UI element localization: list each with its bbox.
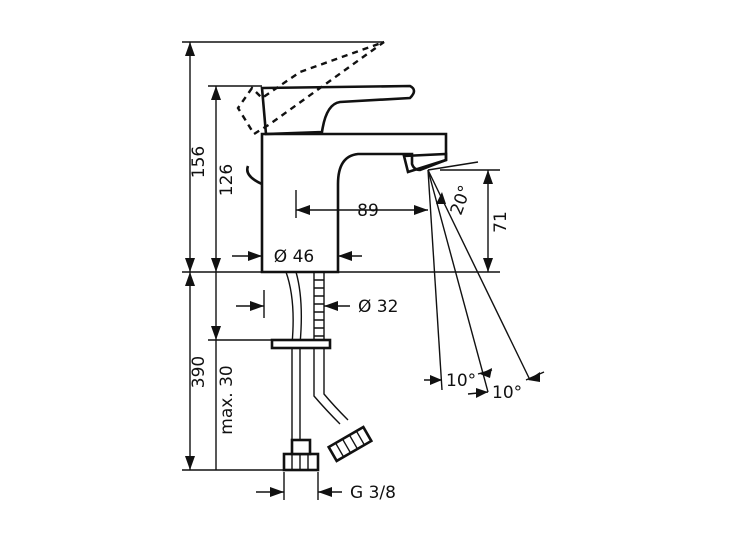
- body-outline: [260, 132, 448, 274]
- raised-lever-outline: [236, 40, 385, 136]
- dimension-lines: [182, 41, 545, 500]
- aerator: [402, 152, 448, 174]
- connection-nut-right: [326, 425, 374, 463]
- label-max-counter: max. 30: [217, 365, 237, 434]
- label-angle-spout: 20°: [447, 183, 476, 218]
- under-counter-parts: [270, 271, 374, 472]
- lever-handle: [260, 84, 416, 136]
- label-body-height: 126: [217, 164, 237, 196]
- connection-nut-left: [282, 438, 320, 472]
- label-spout-height: 71: [491, 211, 511, 233]
- label-shank-diameter: Ø 32: [358, 297, 398, 317]
- hose-left: [285, 271, 294, 440]
- label-angle-b: 10°: [492, 383, 522, 403]
- fixing-plate: [270, 338, 332, 350]
- label-total-height: 156: [189, 146, 209, 178]
- label-below-counter: 390: [189, 356, 209, 388]
- popup-rod: [246, 165, 263, 186]
- faucet-body: [182, 40, 500, 274]
- label-connection: G 3/8: [350, 483, 396, 503]
- hose-right: [313, 348, 341, 425]
- label-angle-a: 10°: [446, 371, 476, 391]
- dimension-labels: 156 126 89 71 Ø 46 Ø 32 390 max. 30 G 3/…: [189, 146, 522, 503]
- label-base-diameter: Ø 46: [274, 247, 314, 267]
- spray-angle-lines: [427, 161, 531, 393]
- threaded-shank: [313, 271, 325, 345]
- label-spout-reach: 89: [357, 201, 379, 221]
